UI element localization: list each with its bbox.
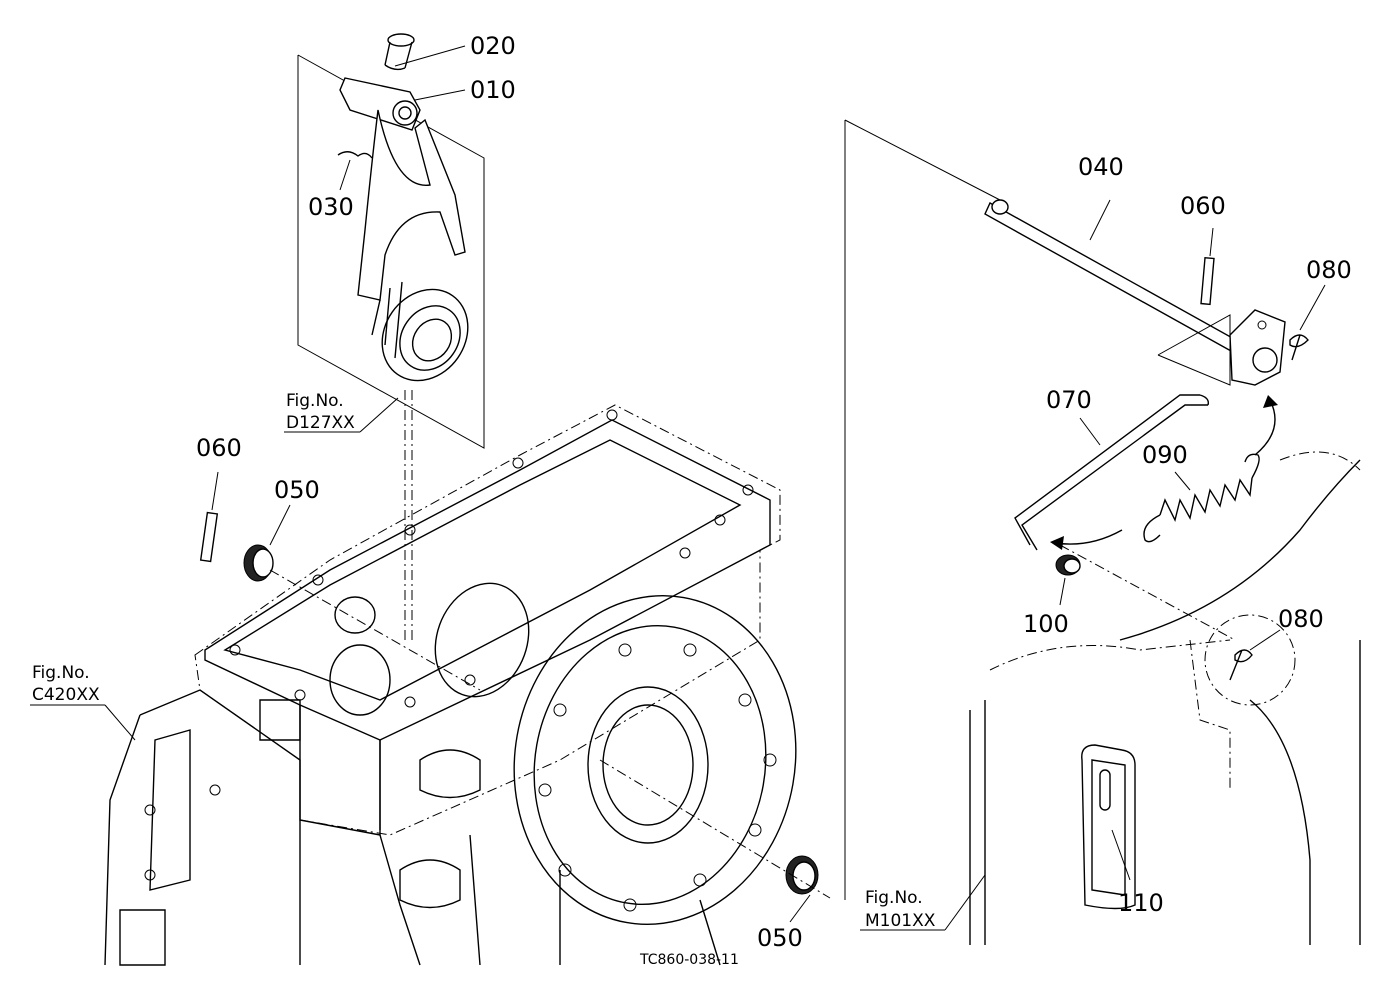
- figure-ref-m101-line2: M101XX: [865, 911, 936, 931]
- callout-070: 070: [1046, 386, 1092, 414]
- callout-090: 090: [1142, 441, 1188, 469]
- callout-100: 100: [1023, 610, 1069, 638]
- callout-080-top: 080: [1306, 256, 1352, 284]
- bracket-110[interactable]: [1081, 744, 1136, 910]
- callout-050-bottom: 050: [757, 924, 803, 952]
- callout-060-right: 060: [1180, 192, 1226, 220]
- transmission-housing: [104, 404, 797, 966]
- lever-plate[interactable]: [1157, 309, 1286, 386]
- pin-060-left[interactable]: [199, 471, 219, 563]
- callout-020: 020: [470, 32, 516, 60]
- figure-ref-d127[interactable]: Fig.No. D127XX: [286, 391, 355, 433]
- seal-050-left[interactable]: [243, 504, 481, 691]
- clip-080-lower[interactable]: [1229, 629, 1281, 681]
- callout-030: 030: [308, 193, 354, 221]
- callout-040: 040: [1078, 153, 1124, 181]
- pin-060-right[interactable]: [1200, 227, 1215, 306]
- brake-linkage-assembly: [844, 119, 1361, 945]
- link-rod-070[interactable]: [1014, 394, 1210, 551]
- assembly-arrows: [1050, 395, 1278, 550]
- spring-090[interactable]: [1143, 453, 1260, 543]
- drawing-code: TC860-038-11: [639, 952, 739, 968]
- callout-110: 110: [1118, 889, 1164, 917]
- shift-fork-assembly: [297, 33, 486, 640]
- figure-ref-d127-line2: D127XX: [286, 413, 355, 433]
- figure-ref-m101-line1: Fig.No.: [865, 888, 923, 908]
- release-bearing[interactable]: [365, 273, 486, 398]
- callout-050-left: 050: [274, 476, 320, 504]
- seal-050-bottom[interactable]: [599, 759, 831, 923]
- spring-pin-030[interactable]: [337, 151, 373, 159]
- bushing-100[interactable]: [1055, 554, 1081, 606]
- figure-ref-c420-line2: C420XX: [32, 685, 100, 705]
- figure-ref-c420-line1: Fig.No.: [32, 663, 90, 683]
- pin-020[interactable]: [384, 33, 415, 71]
- figure-ref-m101[interactable]: Fig.No. M101XX: [865, 888, 936, 931]
- clip-080-top[interactable]: [1289, 284, 1326, 361]
- callout-010: 010: [470, 76, 516, 104]
- shift-fork-010[interactable]: [339, 77, 466, 301]
- callout-060-left: 060: [196, 434, 242, 462]
- figure-ref-c420[interactable]: Fig.No. C420XX: [32, 663, 100, 705]
- figure-ref-d127-line1: Fig.No.: [286, 391, 344, 411]
- callout-080-lower: 080: [1278, 605, 1324, 633]
